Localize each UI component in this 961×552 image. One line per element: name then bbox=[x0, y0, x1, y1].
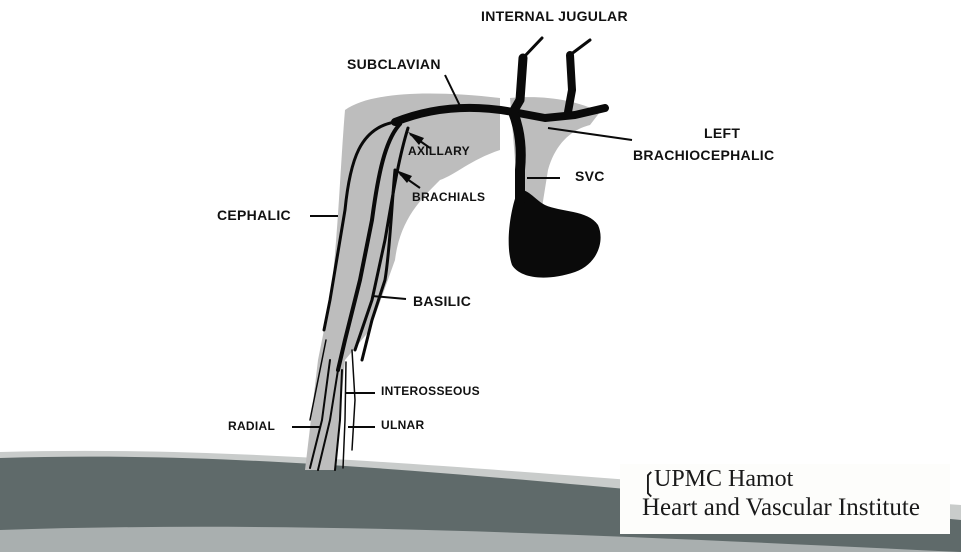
upmc-logo: ❲ UPMC Hamot Heart and Vascular Institut… bbox=[620, 464, 950, 534]
label-interosseous: INTEROSSEOUS bbox=[381, 384, 480, 398]
label-cephalic: CEPHALIC bbox=[217, 207, 291, 223]
label-svc: SVC bbox=[575, 168, 605, 184]
label-brachiocephalic: BRACHIOCEPHALIC bbox=[633, 147, 774, 163]
label-radial: RADIAL bbox=[228, 419, 275, 433]
label-brachials: BRACHIALS bbox=[412, 190, 485, 204]
label-subclavian: SUBCLAVIAN bbox=[347, 56, 441, 72]
logo-institute-name: Heart and Vascular Institute bbox=[642, 494, 920, 522]
label-left: LEFT bbox=[704, 125, 740, 141]
label-basilic: BASILIC bbox=[413, 293, 471, 309]
label-ulnar: ULNAR bbox=[381, 418, 425, 432]
label-axillary: AXILLARY bbox=[408, 144, 470, 158]
logo-org-name: UPMC Hamot bbox=[654, 466, 793, 493]
label-internal-jugular: INTERNAL JUGULAR bbox=[481, 8, 628, 24]
